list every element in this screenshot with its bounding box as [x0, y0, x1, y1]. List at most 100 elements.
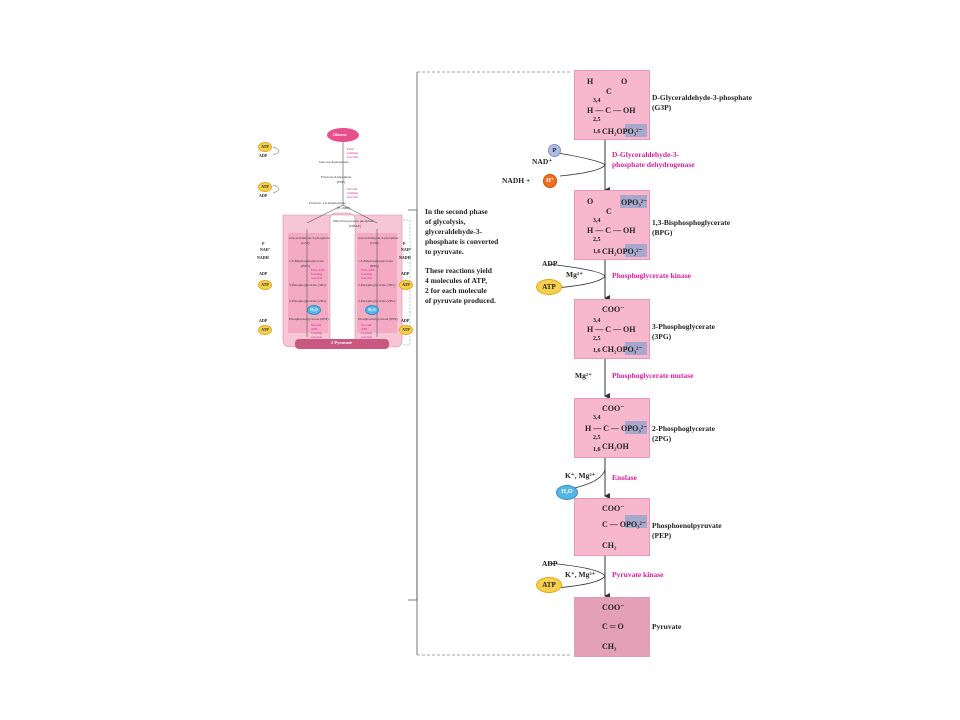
bpg-c: C: [606, 207, 612, 216]
overview-right-bpg: 1,3-Bisphosphoglycerate: [358, 259, 393, 263]
cofactor-k-mg-2: K⁺, Mg²⁺: [565, 570, 596, 579]
g3p-hcoh: H — C — OH: [587, 106, 636, 115]
overview-right-g3p: Glyceraldehyde-3-phosphate: [358, 236, 399, 240]
enzyme-pyruvate-kinase: Pyruvate kinase: [612, 570, 664, 579]
overview-second-priming: Second priming reaction: [347, 187, 359, 199]
cofactor-adp-2: ADP: [542, 559, 558, 568]
phosphate-highlight: [625, 244, 647, 257]
overview-right-g3p-abbr: (G3P): [370, 241, 379, 245]
caption-line: to pyruvate.: [425, 247, 464, 256]
pg3-num-1: 3,4: [593, 318, 601, 324]
pg2-coo: COO⁻: [602, 404, 625, 413]
overview-bracket: [403, 219, 411, 346]
overview-right-atp-3: ATP: [399, 280, 413, 290]
overview-left-water: H₂O: [307, 305, 321, 315]
overview-step-f16bp-abbr: (F1,6BP): [337, 206, 350, 210]
pep-abbr: (PEP): [652, 531, 672, 540]
pg2-ch2oh: CH₂OH: [602, 442, 629, 451]
overview-split-left: [306, 204, 344, 224]
enzyme-phosphoglycerate-mutase: Phosphoglycerate mutase: [612, 371, 694, 380]
overview-right-atp-4: ATP: [399, 325, 413, 335]
cofactor-mg-1: Mg²⁺: [566, 270, 584, 279]
g3p-o: O: [621, 77, 628, 86]
overview-step-g6p: Glucose-6-phosphate: [319, 160, 349, 164]
overview-left-g3p: Glyceraldehyde-3-phosphate: [289, 236, 330, 240]
g3p-ch2: CH₂OPO₃²⁻: [602, 127, 643, 136]
overview-left-g3p-abbr: (G3P): [301, 241, 310, 245]
molecule-bpg: O C OPO₃²⁻ 3,4 H — C — OH 2,5 1,6 CH₂OPO…: [574, 190, 650, 260]
pg3-ch2: CH₂OPO₃²⁻: [602, 345, 643, 354]
label-pep: Phosphoenolpyruvate (PEP): [652, 521, 722, 541]
overview-left-adp-1: ADP: [259, 271, 268, 276]
overview-right-3pg: 3-Phosphoglycerate (3PG): [358, 283, 396, 287]
overview-right-water: H₂O: [365, 305, 379, 315]
caption-line: These reactions yield: [425, 266, 492, 275]
overview-left-atp-forming-1: First ATP-forming reaction: [311, 268, 326, 280]
overview-curve-2: [272, 184, 280, 194]
overview-atp-1: ATP: [258, 142, 272, 152]
overview-left-nad: NAD⁺: [260, 247, 271, 252]
bpg-name: 1,3-Bisphosphoglycerate: [652, 218, 731, 227]
overview-left-pep: Phosphoenolpyruvate (PEP): [289, 317, 329, 321]
connector-bracket: [408, 209, 418, 601]
overview-right-atp-forming-2: Second ATP-forming reaction: [361, 323, 373, 339]
phosphate-highlight: [625, 342, 647, 355]
overview-left-adp-2: ADP: [259, 318, 268, 323]
overview-right-pep: Phosphoenolpyruvate (PEP): [358, 317, 398, 321]
molecule-g3p: H C O 3,4 H — C — OH 2,5 1,6 CH₂OPO₃²⁻: [574, 70, 650, 140]
molecule-2pg: COO⁻ 3,4 H — C — OPO₃²⁻ 2,5 1,6 CH₂OH: [574, 398, 650, 458]
pyr-coo: COO⁻: [602, 603, 625, 612]
overview-right-adp-2: ADP: [401, 318, 410, 323]
g3p-num-2: 2,5: [593, 117, 601, 123]
overview-left-bpg: 1,3-Bisphosphoglycerate: [289, 259, 324, 263]
enzyme-enolase: Enolase: [612, 473, 638, 482]
overview-left-nadh: NADH: [257, 255, 269, 260]
enzyme-phosphoglycerate-kinase: Phosphoglycerate kinase: [612, 271, 691, 280]
pg3-name: 3-Phosphoglycerate: [652, 322, 715, 331]
caption-line: In the second phase: [425, 207, 488, 216]
overview-atp-2: ATP: [258, 182, 272, 192]
overview-left-column: [288, 233, 328, 333]
overview-right-adp-1: ADP: [401, 271, 410, 276]
pyr-ch3: CH₃: [602, 642, 617, 651]
g3p-h: H: [587, 77, 594, 86]
water-icon: H₂O: [556, 485, 578, 500]
overview-left-atp-4: ATP: [258, 325, 272, 335]
caption-line: phosphate is converted: [425, 237, 499, 246]
pg2-name: 2-Phosphoglycerate: [652, 424, 715, 433]
overview-glucose-label: Glucose: [333, 132, 347, 137]
molecule-pyruvate: COO⁻ C ═ O CH₃: [574, 597, 650, 657]
pg3-coo: COO⁻: [602, 305, 625, 314]
enzyme-line: D-Glyceraldehyde-3-: [612, 150, 680, 159]
overview-left-bpg-abbr: (BPG): [301, 264, 311, 268]
molecule-3pg: COO⁻ 3,4 H — C — OH 2,5 1,6 CH₂OPO₃²⁻: [574, 299, 650, 359]
caption-paragraph-1: In the second phase of glycolysis, glyce…: [425, 207, 498, 257]
pg3-num-2: 2,5: [593, 336, 601, 342]
pep-copo3: C — OPO₃²⁻: [602, 520, 647, 529]
bpg-o: O: [587, 197, 594, 206]
caption-line: of glycolysis,: [425, 217, 466, 226]
hydrogen-ion-icon: H⁺: [543, 174, 557, 188]
overview-glucose: [327, 128, 359, 142]
bpg-abbr: (BPG): [652, 228, 673, 237]
overview-step-dhap: Dihydroxyacetone phosphate: [333, 219, 374, 223]
overview-step-f6p: Fructose-6-phosphate: [321, 175, 352, 179]
cofactor-adp-1: ADP: [542, 259, 558, 268]
pep-coo: COO⁻: [602, 504, 625, 513]
bpg-num-1: 3,4: [593, 218, 601, 224]
overview-first-priming: First priming reaction: [347, 147, 359, 159]
pg3-hcoh: H — C — OH: [587, 325, 636, 334]
caption-line: glyceraldehyde-3-: [425, 227, 483, 236]
phosphate-icon: P: [548, 144, 561, 157]
overview-left-atp-3: ATP: [258, 280, 272, 290]
label-3pg: 3-Phosphoglycerate (3PG): [652, 322, 715, 342]
pep-name: Phosphoenolpyruvate: [652, 521, 722, 530]
caption-paragraph-2: These reactions yield 4 molecules of ATP…: [425, 266, 496, 306]
atp-icon: ATP: [536, 577, 562, 593]
overview-curve-1: [272, 146, 280, 156]
g3p-name: D-Glyceraldehyde-3-phosphate: [652, 93, 752, 102]
phosphate-highlight: [625, 124, 647, 137]
cofactor-mg-2: Mg²⁺: [575, 371, 593, 380]
bpg-opo3: OPO₃²⁻: [621, 198, 648, 207]
bpg-num-3: 1,6: [593, 249, 601, 255]
